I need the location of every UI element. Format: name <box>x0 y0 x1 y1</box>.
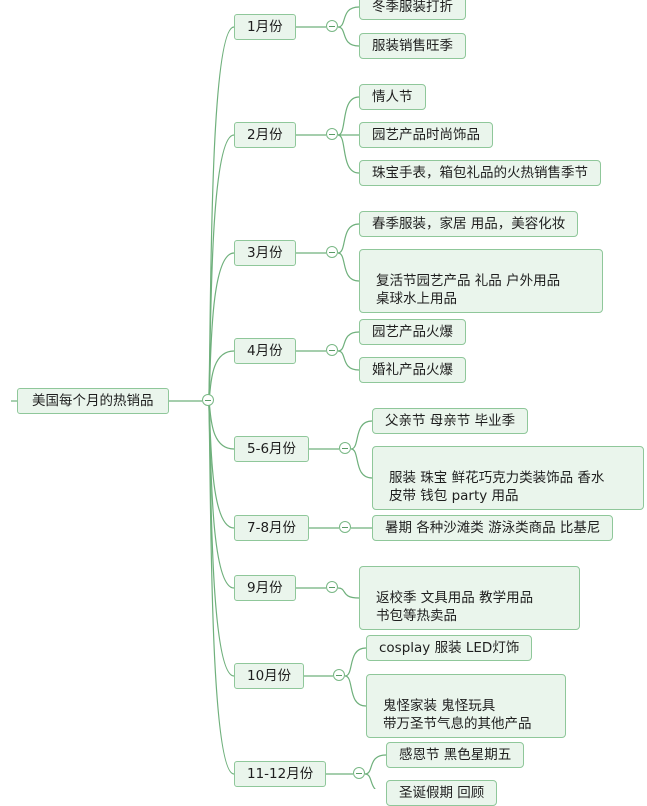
item-line-3-1 <box>337 223 360 254</box>
month-node-3[interactable]: 3月份 <box>234 240 296 266</box>
item-label: 鬼怪家装 鬼怪玩具 带万圣节气息的其他产品 <box>383 698 532 732</box>
branch-line-1 <box>207 26 235 402</box>
item-label: 圣诞假期 回顾 <box>399 785 485 801</box>
item-line-4-1 <box>337 331 360 352</box>
item-node-11-12-1[interactable]: 感恩节 黑色星期五 <box>386 742 525 768</box>
item-line-10-1 <box>344 647 367 677</box>
month-node-9[interactable]: 9月份 <box>234 575 296 601</box>
item-node-11-12-2[interactable]: 圣诞假期 回顾 <box>386 780 498 806</box>
item-label: 珠宝手表，箱包礼品的火热销售季节 <box>372 165 588 181</box>
item-node-3-2[interactable]: 复活节园艺产品 礼品 户外用品 桌球水上用品 <box>359 249 603 313</box>
month-node-5-6[interactable]: 5-6月份 <box>234 436 310 462</box>
month-collapse-toggle-4[interactable] <box>326 344 338 356</box>
item-label: 冬季服装打折 <box>372 0 453 15</box>
month-node-7-8[interactable]: 7-8月份 <box>234 515 310 541</box>
item-node-2-1[interactable]: 情人节 <box>359 84 426 110</box>
month-node-4[interactable]: 4月份 <box>234 338 296 364</box>
item-node-4-2[interactable]: 婚礼产品火爆 <box>359 357 466 383</box>
item-label: 返校季 文具用品 教学用品 书包等热卖品 <box>376 590 534 624</box>
branch-line-5-6 <box>207 400 235 450</box>
month-label: 9月份 <box>247 580 283 596</box>
month-collapse-toggle-1[interactable] <box>326 20 338 32</box>
item-line-1-2 <box>337 26 360 47</box>
item-label: cosplay 服装 LED灯饰 <box>379 640 520 656</box>
item-node-10-1[interactable]: cosplay 服装 LED灯饰 <box>366 635 533 661</box>
item-line-5-6-2 <box>350 448 373 479</box>
branch-line-7-8 <box>207 400 235 529</box>
month-node-11-12[interactable]: 11-12月份 <box>234 761 327 787</box>
item-label: 复活节园艺产品 礼品 户外用品 桌球水上用品 <box>376 273 561 307</box>
month-label: 2月份 <box>247 127 283 143</box>
month-label: 1月份 <box>247 19 283 35</box>
item-label: 感恩节 黑色星期五 <box>399 747 512 763</box>
item-line-9-1 <box>337 587 360 599</box>
month-node-2[interactable]: 2月份 <box>234 122 296 148</box>
item-label: 园艺产品火爆 <box>372 324 453 340</box>
item-node-5-6-2[interactable]: 服装 珠宝 鲜花巧克力类装饰品 香水 皮带 钱包 party 用品 <box>372 446 644 510</box>
month-label: 11-12月份 <box>247 766 314 782</box>
branch-line-4 <box>207 350 235 402</box>
item-label: 园艺产品时尚饰品 <box>372 127 480 143</box>
month-label: 7-8月份 <box>247 520 297 536</box>
item-node-4-1[interactable]: 园艺产品火爆 <box>359 319 466 345</box>
item-line-2-1 <box>337 96 360 136</box>
item-line-11-12-2 <box>364 773 376 789</box>
root-node[interactable]: 美国每个月的热销品 <box>17 388 169 414</box>
month-collapse-toggle-3[interactable] <box>326 246 338 258</box>
item-label: 春季服装，家居 用品，美容化妆 <box>372 216 566 232</box>
item-line-3-2 <box>337 252 360 282</box>
item-node-3-1[interactable]: 春季服装，家居 用品，美容化妆 <box>359 211 579 237</box>
item-node-10-2[interactable]: 鬼怪家装 鬼怪玩具 带万圣节气息的其他产品 <box>366 674 566 738</box>
branch-line-10 <box>207 400 235 677</box>
item-line-5-6-1 <box>350 420 373 450</box>
item-node-2-2[interactable]: 园艺产品时尚饰品 <box>359 122 493 148</box>
item-line-4-2 <box>337 350 360 371</box>
month-collapse-toggle-2[interactable] <box>326 128 338 140</box>
root-collapse-toggle[interactable] <box>202 394 214 406</box>
item-label: 父亲节 母亲节 毕业季 <box>385 413 516 429</box>
month-node-10[interactable]: 10月份 <box>234 663 305 689</box>
item-line-1-1 <box>337 6 360 28</box>
item-label: 服装销售旺季 <box>372 38 453 54</box>
month-collapse-toggle-5-6[interactable] <box>339 442 351 454</box>
item-node-2-3[interactable]: 珠宝手表，箱包礼品的火热销售季节 <box>359 160 601 186</box>
item-node-7-8-1[interactable]: 暑期 各种沙滩类 游泳类商品 比基尼 <box>372 515 614 541</box>
item-line-10-2 <box>344 675 367 707</box>
month-collapse-toggle-7-8[interactable] <box>339 521 351 533</box>
item-line-11-12-1 <box>364 754 387 775</box>
month-node-1[interactable]: 1月份 <box>234 14 296 40</box>
item-node-1-2[interactable]: 服装销售旺季 <box>359 33 466 59</box>
item-label: 情人节 <box>372 89 413 105</box>
item-node-5-6-1[interactable]: 父亲节 母亲节 毕业季 <box>372 408 529 434</box>
root-label: 美国每个月的热销品 <box>32 393 154 409</box>
month-label: 4月份 <box>247 343 283 359</box>
month-label: 5-6月份 <box>247 441 297 457</box>
month-collapse-toggle-11-12[interactable] <box>353 767 365 779</box>
item-label: 暑期 各种沙滩类 游泳类商品 比基尼 <box>385 520 601 536</box>
month-label: 3月份 <box>247 245 283 261</box>
item-node-1-1[interactable]: 冬季服装打折 <box>359 0 466 20</box>
item-node-9-1[interactable]: 返校季 文具用品 教学用品 书包等热卖品 <box>359 566 580 630</box>
item-label: 服装 珠宝 鲜花巧克力类装饰品 香水 皮带 钱包 party 用品 <box>389 470 605 504</box>
item-label: 婚礼产品火爆 <box>372 362 453 378</box>
branch-line-11-12 <box>207 400 235 775</box>
month-collapse-toggle-10[interactable] <box>333 669 345 681</box>
month-collapse-toggle-9[interactable] <box>326 581 338 593</box>
mindmap-canvas: 美国每个月的热销品 1月份 冬季服装打折 服装销售旺季 2月份 情人节 园艺产品… <box>11 0 644 806</box>
month-label: 10月份 <box>247 668 292 684</box>
item-line-2-3 <box>337 134 360 174</box>
